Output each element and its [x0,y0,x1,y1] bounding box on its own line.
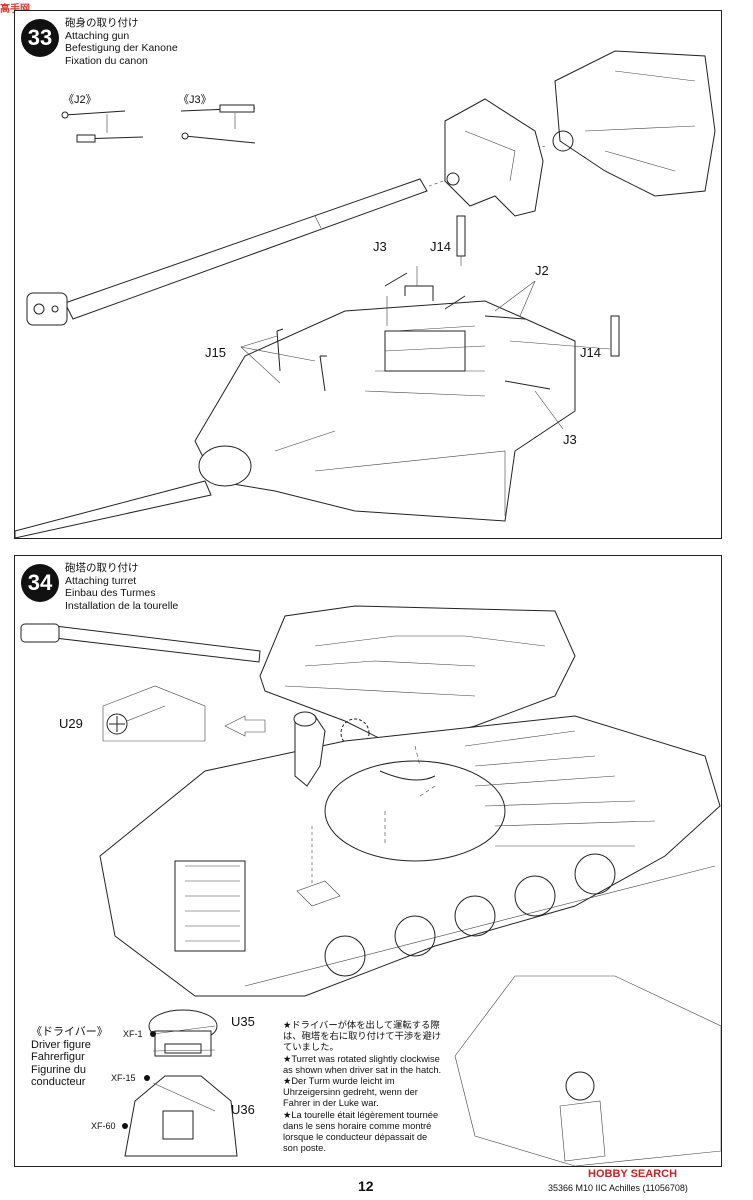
page-number: 12 [358,1178,374,1194]
inset-view [454,975,721,1166]
note-en: ★Turret was rotated slightly clockwise a… [283,1053,442,1075]
driver-title-fr2: conducteur [31,1076,86,1088]
callout-lines [240,215,620,430]
title-fr: Fixation du canon [65,54,148,67]
watermark: 高手网 [0,0,30,15]
driver-title-jp: 《ドライバー》 [31,1026,108,1038]
product-code: 35366 M10 IIC Achilles (11056708) [548,1183,688,1193]
title-de: Befestigung der Kanone [65,42,178,54]
title-fr: Installation de la tourelle [65,599,179,612]
label-j2: J2 [535,263,549,278]
j2-detail [61,110,144,143]
gun-mantlet [444,98,544,217]
note-fr: ★La tourelle était légèrement tournée da… [283,1109,439,1154]
label-u29: U29 [59,716,83,731]
title-de: Einbau des Turmes [65,587,156,599]
sub-label-j3: 《J3》 [178,94,212,106]
step-titles: 砲塔の取り付け Attaching turret Einbau des Turm… [65,562,178,612]
title-en: Attaching turret [65,574,137,587]
step-33-drawing [15,50,716,538]
step-number: 34 [21,564,59,602]
gun-barrel [26,145,546,326]
turret-front [552,50,716,197]
label-j14-right: J14 [580,345,601,360]
hull [99,715,721,997]
step-33-panel: 33 砲身の取り付け Attaching gun Befestigung der… [14,10,722,539]
step-34-panel: 34 砲塔の取り付け Attaching turret Einbau des T… [14,555,722,1167]
j3-detail [180,104,256,144]
label-u36: U36 [231,1102,255,1117]
driver-bust [122,1009,238,1157]
u29-detail [102,685,266,742]
note-jp: ★ドライバーが体を出して運転する際は、砲塔を右に取り付けて干渉を避けていました。 [283,1020,442,1053]
driver-figure [293,711,341,907]
label-j15: J15 [205,345,226,360]
label-j3-bottom: J3 [563,432,577,447]
step-number: 33 [21,19,59,57]
paint-xf1: XF-1 [123,1029,143,1039]
title-jp: 砲塔の取り付け [65,562,139,574]
label-j3-top: J3 [373,239,387,254]
title-jp: 砲身の取り付け [65,17,139,29]
step-34-drawing [20,605,721,1166]
driver-title-fr1: Figurine du [31,1063,87,1076]
title-en: Attaching gun [65,29,130,42]
turret-gun [20,623,261,663]
driver-titles: 《ドライバー》 Driver figure Fahrerfigur Figuri… [31,1026,108,1089]
driver-title-en: Driver figure [31,1038,91,1051]
step-titles: 砲身の取り付け Attaching gun Befestigung der Ka… [65,17,178,67]
driver-notes: ★ドライバーが体を出して運転する際は、砲塔を右に取り付けて干渉を避けていました。… [283,1020,443,1154]
hobbysearch-logo: HOBBY SEARCH [588,1168,678,1180]
turret [259,605,576,748]
turret-body [15,300,576,538]
label-j14-top: J14 [430,239,451,254]
paint-xf15: XF-15 [111,1073,136,1083]
note-de: ★Der Turm wurde leicht im Uhrzeigersinn … [283,1076,418,1109]
sub-label-j2: 《J2》 [63,94,97,106]
label-u35: U35 [231,1014,255,1029]
paint-xf60: XF-60 [91,1121,116,1131]
driver-title-de: Fahrerfigur [31,1051,85,1063]
